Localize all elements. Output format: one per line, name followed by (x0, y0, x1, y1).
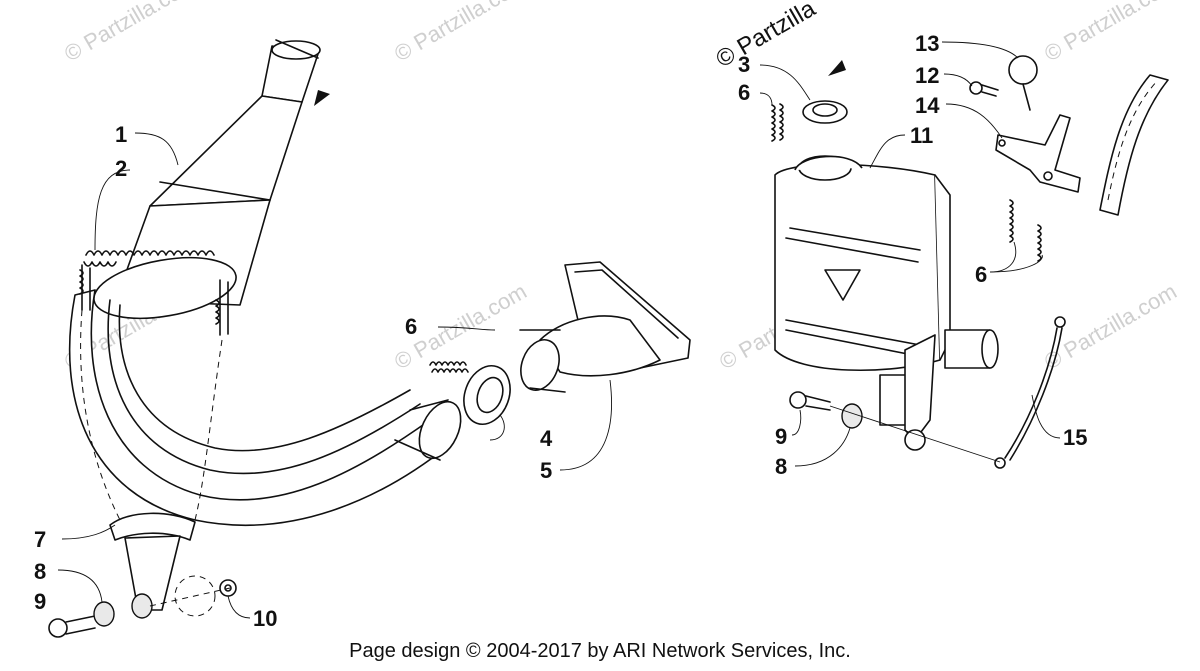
callout-9: 9 (34, 589, 46, 614)
alignment-lines (80, 309, 231, 607)
part-5-manifold[interactable] (514, 261, 691, 396)
part-9-bolt-left[interactable] (48, 615, 96, 638)
callout-8: 8 (34, 559, 46, 584)
watermark: © Partzilla.com (1040, 0, 1181, 66)
part-1-expansion-chamber[interactable] (68, 39, 469, 527)
arrow-up-icon (828, 60, 846, 76)
callout-6: 6 (738, 80, 750, 105)
callout-14: 14 (915, 93, 940, 118)
watermark: © Partzilla.com (390, 0, 531, 66)
axis-line (829, 405, 1001, 463)
arrow-up-icon (314, 90, 330, 106)
partzilla-brand-mark: © Partzilla (712, 0, 821, 73)
leader-lines (57, 41, 1061, 619)
part-4-seal[interactable] (456, 359, 518, 430)
washer-outline (174, 575, 216, 617)
callout-3: 3 (738, 52, 750, 77)
part-15-ground-strap[interactable] (994, 316, 1066, 469)
part-11-muffler[interactable] (774, 155, 999, 451)
watermark: © Partzilla.com (60, 0, 201, 66)
chassis-frame (1099, 74, 1169, 216)
callout-6: 6 (975, 262, 987, 287)
callout-2: 2 (115, 156, 127, 181)
part-6-springs-right[interactable] (1009, 199, 1042, 262)
part-3-grommet[interactable] (802, 100, 848, 124)
part-2-springs[interactable] (79, 250, 229, 336)
callout-6: 6 (405, 314, 417, 339)
callout-4: 4 (540, 426, 553, 451)
page-footer: Page design © 2004-2017 by ARI Network S… (349, 640, 851, 662)
callout-13: 13 (915, 31, 939, 56)
part-6-spring-middle[interactable] (429, 361, 469, 373)
part-8-spacer-left[interactable] (93, 593, 153, 627)
callout-8: 8 (775, 454, 787, 479)
part-14-bracket[interactable] (995, 114, 1081, 193)
part-12-bolt[interactable] (969, 81, 999, 97)
callout-5: 5 (540, 458, 552, 483)
callouts: 1 2 3 4 5 6 6 6 7 8 8 9 9 10 11 12 13 14… (34, 31, 1087, 631)
callout-12: 12 (915, 63, 939, 88)
callout-7: 7 (34, 527, 46, 552)
callout-1: 1 (115, 122, 127, 147)
callout-9: 9 (775, 424, 787, 449)
part-7-bracket[interactable] (109, 512, 196, 611)
part-9-bolt-right[interactable] (789, 391, 831, 411)
part-13-ball-knob[interactable] (1008, 55, 1038, 111)
part-8-spacer-right[interactable] (841, 403, 863, 429)
callout-10: 10 (253, 606, 277, 631)
part-6-spring-top[interactable] (771, 103, 784, 142)
callout-11: 11 (910, 123, 933, 148)
callout-15: 15 (1063, 425, 1087, 450)
